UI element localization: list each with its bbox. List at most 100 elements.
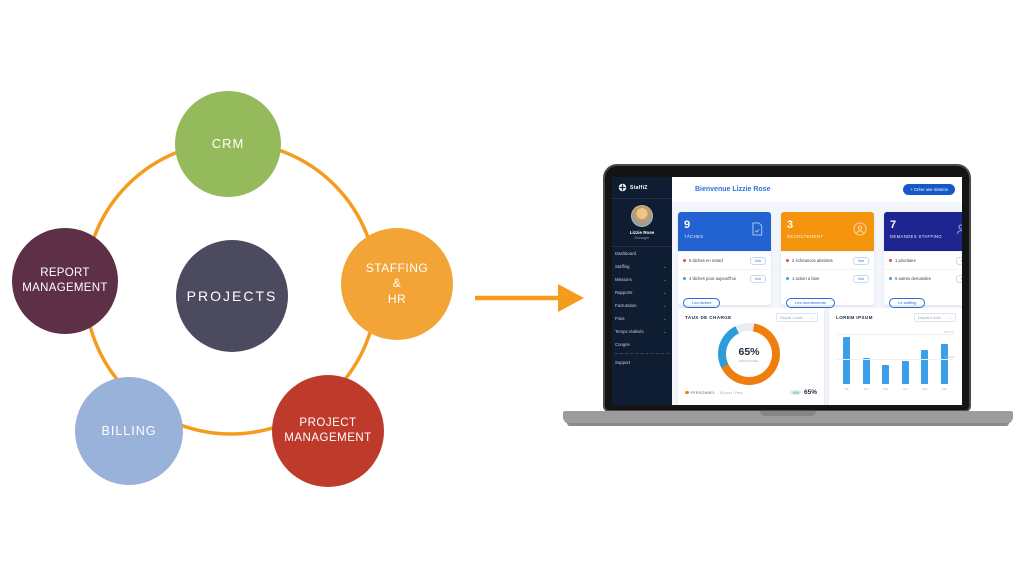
user-name: Lizzie Rose [629,230,655,235]
document-check-icon [752,222,763,236]
sidebar-item-dashboard[interactable]: Dashboard [612,247,672,260]
row-text: 6 autres demandes [895,276,931,281]
sidebar-divider [615,353,669,354]
voir-button[interactable]: Voir [955,274,962,283]
row-text: 1 prioritaire [895,258,916,263]
voir-button[interactable]: Voir [749,274,766,283]
tasks-title: TÂCHES [684,234,704,239]
row-text: 4 tâches pour aujourd'hui [689,276,736,281]
node-label-projects: PROJECTS [186,287,278,304]
period-select[interactable]: Depuis 1 mois ⌄ [776,313,818,322]
row-text: 2 échéances atteintes [792,258,833,263]
sidebar-item-label: Staffing [615,264,630,269]
staffiz-logo-icon [618,183,627,192]
sidebar-item-staffing[interactable]: Staffing⌄ [612,260,672,273]
bar-slot [896,328,916,384]
tasks-card: 9 TÂCHES 5 tâches en retard Voir 4 tâche… [678,212,771,308]
bar-fev [862,358,870,384]
bar-slot [876,328,896,384]
card-footer: Les recrutements [781,287,874,313]
person-circle-icon [853,222,867,236]
sidebar-item-facturation[interactable]: Facturation⌄ [612,299,672,312]
legend-value: 65% [803,389,817,396]
chevron-down-icon: ⌄ [662,315,667,322]
voir-button[interactable]: Voir [852,256,869,265]
gridline: 100 K€ [837,355,954,360]
legend-dot [685,390,689,395]
status-dot [889,277,892,280]
chevron-down-icon: ⌄ [948,315,952,320]
recruitment-card-header: 3 RECRUTEMENT [781,212,874,251]
arrow-head [558,284,584,312]
chevron-down-icon: ⌄ [810,315,814,320]
bar-slot [857,328,877,384]
chevron-down-icon: ⌄ [662,289,667,296]
donut-label: PERSONNEL [738,358,760,363]
sidebar-item-label: Support [615,360,631,365]
sidebar-item-label: Missions [615,277,632,282]
node-label-report-management: REPORT MANAGEMENT [22,267,108,294]
row-text: 1 action a faire [792,276,820,281]
bar-avr [901,360,909,384]
les-recrutements-button[interactable]: Les recrutements [786,297,835,308]
le-staffing-button[interactable]: Le staffing [889,297,926,308]
sidebar-item-cong-s[interactable]: Congés [612,338,672,351]
laptop-base-shadow [567,423,1009,426]
sidebar-item-label: Rapports [615,290,633,295]
charge-donut-chart [718,323,780,385]
y-axis-label: 200 K € [943,330,954,335]
staffing-count: 7 [890,219,897,231]
gridline: 200 K € [837,330,954,336]
tasks-count: 9 [684,219,691,231]
chevron-down-icon: ⌄ [662,276,667,283]
logo-text: StaffiZ [630,184,648,191]
logo: StaffiZ [612,177,672,199]
legend-detail: 15 jours / Pers. [719,390,744,395]
recruitment-title: RECRUTEMENT [787,234,824,239]
diagram-node-crm: CRM [175,91,281,197]
sidebar-item-frais[interactable]: Frais ⌄ [612,312,672,325]
y-axis-label: 100 K€ [944,354,954,359]
donut-center: 65% PERSONNEL [718,323,780,385]
trend-badge: +8% [790,390,801,395]
create-mission-button[interactable]: + Créer une mission [903,184,955,195]
recruitment-row: 1 action a faire Voir [781,269,874,287]
avatar [631,205,653,227]
diagram-node-billing: BILLING [75,377,183,485]
sidebar-item-label: Frais [615,316,625,321]
period-select[interactable]: Depuis 6 mois ⌄ [914,313,956,322]
node-label-project-management: PROJECT MANAGEMENT [284,417,372,444]
card-footer: Les tâches [678,287,771,313]
les-taches-button[interactable]: Les tâches [683,297,721,308]
sidebar-item-label: Congés [615,342,630,347]
voir-button[interactable]: Voir [852,274,869,283]
charge-legend: PERSONNEL 15 jours / Pers. +8% 65% [685,389,817,396]
recruitment-card: 3 RECRUTEMENT 2 échéances atteintes Voir… [781,212,874,308]
staffing-row: 6 autres demandes Voir [884,269,962,287]
diagram-node-staffing-hr: STAFFING & HR [341,228,453,340]
voir-button[interactable]: Voir [749,256,766,265]
recruitment-count: 3 [787,219,794,231]
bar-mar [882,364,890,384]
staffing-title: DEMANDES STAFFING [890,234,943,239]
x-axis-label: Juin [941,387,947,391]
laptop-notch [760,411,816,416]
voir-button[interactable]: Voir [955,256,962,265]
diagram-node-projects: PROJECTS [176,240,288,352]
x-axis-label: Jan [844,387,850,391]
sidebar-item-rapports[interactable]: Rapports ⌄ [612,286,672,299]
status-dot [786,277,789,280]
diagram-node-project-management: PROJECT MANAGEMENT [272,375,384,487]
sidebar-item-temps-r-alis-s[interactable]: Temps réalisés⌄ [612,325,672,338]
sidebar-item-support[interactable]: Support [612,356,672,369]
status-dot [889,259,892,262]
bar-slot [935,328,955,384]
welcome-title: Bienvenue Lizzie Rose [695,186,771,193]
laptop-base [563,411,1013,424]
bar-juin [940,343,948,384]
bar-chart-plot: 200 K € 100 K€ [837,328,954,384]
node-label-crm: CRM [211,135,245,151]
sidebar-item-missions[interactable]: Missions ⌄ [612,273,672,286]
